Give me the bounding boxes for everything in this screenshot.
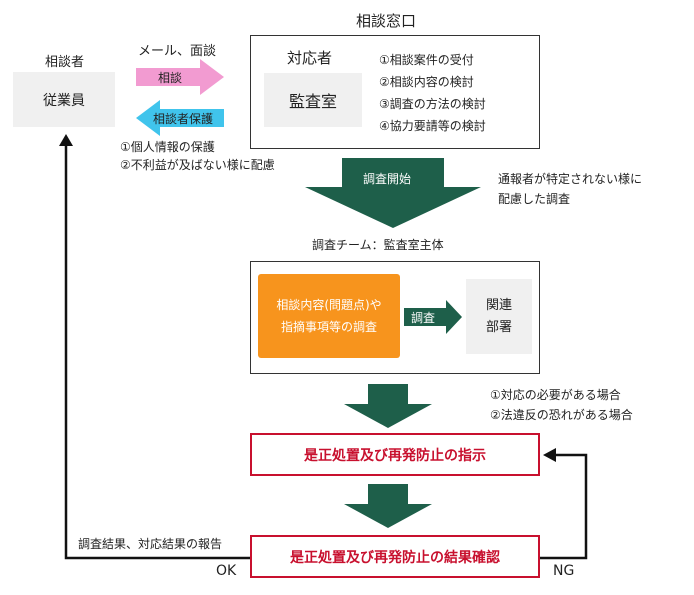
investigation-note-line-2: 配慮した調査 xyxy=(498,192,571,206)
related-department-box: 関連 部署 xyxy=(466,279,532,354)
condition-2: ②法違反の恐れがある場合 xyxy=(490,408,633,422)
related-department-line-1: 関連 xyxy=(485,297,512,313)
ng-loop-arrowhead xyxy=(543,448,556,462)
investigation-start-label: 調査開始 xyxy=(363,172,412,186)
confirmation-label: 是正処置及び再発防止の結果確認 xyxy=(290,549,500,566)
task-3: ③調査の方法の検討 xyxy=(379,97,486,111)
condition-1: ①対応の必要がある場合 xyxy=(490,388,621,402)
instruction-box: 是正処置及び再発防止の指示 xyxy=(250,433,540,476)
ng-label: NG xyxy=(553,563,575,579)
ok-report-arrowhead xyxy=(59,134,73,146)
channel-label: メール、面談 xyxy=(138,44,217,59)
confirmation-box: 是正処置及び再発防止の結果確認 xyxy=(250,535,540,578)
ok-report-path xyxy=(64,146,250,560)
ng-loop-path xyxy=(540,453,588,560)
down-arrow-confirm xyxy=(344,484,432,528)
investigation-scope-line-1: 相談内容(問題点)や xyxy=(276,298,382,312)
investigate-arrow-label: 調査 xyxy=(411,311,436,325)
team-box: 相談内容(問題点)や 指摘事項等の調査 調査 関連 部署 xyxy=(250,261,540,374)
consultant-label: 相談者 xyxy=(45,55,85,70)
investigation-note-line-1: 通報者が特定されない様に xyxy=(498,172,643,186)
investigate-arrow: 調査 xyxy=(404,300,462,334)
consult-arrow: 相談 xyxy=(136,59,224,95)
team-title: 調査チーム：監査室主体 xyxy=(312,238,444,252)
employee-box: 従業員 xyxy=(13,72,115,127)
responder-label: 対応者 xyxy=(287,49,333,67)
protection-item-1: ①個人情報の保護 xyxy=(120,140,215,154)
employee-label: 従業員 xyxy=(43,92,85,109)
related-department-line-2: 部署 xyxy=(485,319,512,335)
consultation-window-box: 対応者 監査室 ①相談案件の受付 ②相談内容の検討 ③調査の方法の検討 ④協力要… xyxy=(250,35,540,149)
protection-item-2: ②不利益が及ばない様に配慮 xyxy=(120,158,275,172)
task-2: ②相談内容の検討 xyxy=(379,75,474,89)
consult-arrow-label: 相談 xyxy=(158,71,183,85)
investigation-start-arrow: 調査開始 xyxy=(305,158,481,228)
down-arrow-conditions xyxy=(344,384,432,428)
consultation-window-title: 相談窓口 xyxy=(356,12,417,30)
protection-arrow: 相談者保護 xyxy=(136,100,224,136)
ok-label: OK xyxy=(216,563,237,579)
report-label: 調査結果、対応結果の報告 xyxy=(78,537,223,551)
task-4: ④協力要請等の検討 xyxy=(379,119,486,133)
task-1: ①相談案件の受付 xyxy=(379,53,474,67)
instruction-label: 是正処置及び再発防止の指示 xyxy=(304,447,486,464)
responder-name: 監査室 xyxy=(288,92,337,111)
investigation-scope-box: 相談内容(問題点)や 指摘事項等の調査 xyxy=(258,274,400,358)
investigation-scope-line-2: 指摘事項等の調査 xyxy=(280,320,377,334)
responder-box: 監査室 xyxy=(264,73,362,127)
protection-arrow-label: 相談者保護 xyxy=(153,112,214,126)
